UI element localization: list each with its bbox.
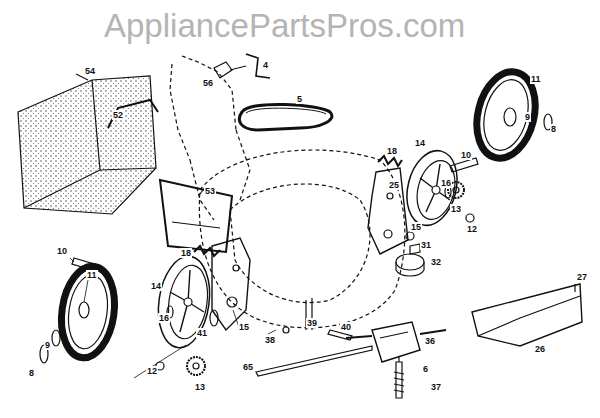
callout-number: 13 — [450, 204, 462, 214]
callout-number: 10 — [56, 246, 68, 256]
callout-number: 65 — [242, 362, 254, 372]
callout-number: 16 — [158, 313, 170, 323]
callout-number: 12 — [466, 224, 478, 234]
callout-number: 26 — [534, 344, 546, 354]
callout-number: 18 — [180, 248, 192, 258]
callout-number: 12 — [146, 366, 158, 376]
callout-number: 31 — [420, 240, 432, 250]
callout-number: 6 — [422, 364, 429, 374]
callout-number: 8 — [550, 124, 557, 134]
callout-number: 9 — [524, 112, 531, 122]
callout-number: 14 — [150, 281, 162, 291]
callout-number: 15 — [238, 322, 250, 332]
callout-number: 4 — [262, 60, 269, 70]
callout-number: 36 — [424, 336, 436, 346]
callout-number: 32 — [430, 257, 442, 267]
callout-number: 41 — [196, 328, 208, 338]
callout-number: 5 — [296, 94, 303, 104]
callout-number: 11 — [530, 74, 542, 84]
callout-number: 27 — [576, 272, 588, 282]
callout-number: 13 — [194, 382, 206, 392]
callout-number: 38 — [264, 335, 276, 345]
callout-number: 18 — [386, 146, 398, 156]
callout-number: 54 — [84, 66, 96, 76]
callout-number: 56 — [202, 78, 214, 88]
watermark: AppliancePartsPros.com — [104, 8, 465, 44]
callout-number: 16 — [440, 178, 452, 188]
callout-number: 39 — [306, 318, 318, 328]
callout-number: 53 — [204, 186, 216, 196]
callout-number: 15 — [410, 222, 422, 232]
callout-number: 10 — [460, 150, 472, 160]
callout-number: 37 — [430, 382, 442, 392]
callout-number: 40 — [340, 322, 352, 332]
callout-number: 9 — [44, 340, 51, 350]
callout-number: 8 — [28, 368, 35, 378]
callout-number: 25 — [388, 180, 400, 190]
callout-number: 11 — [86, 270, 98, 280]
callout-number: 14 — [414, 138, 426, 148]
callout-number: 52 — [112, 110, 124, 120]
